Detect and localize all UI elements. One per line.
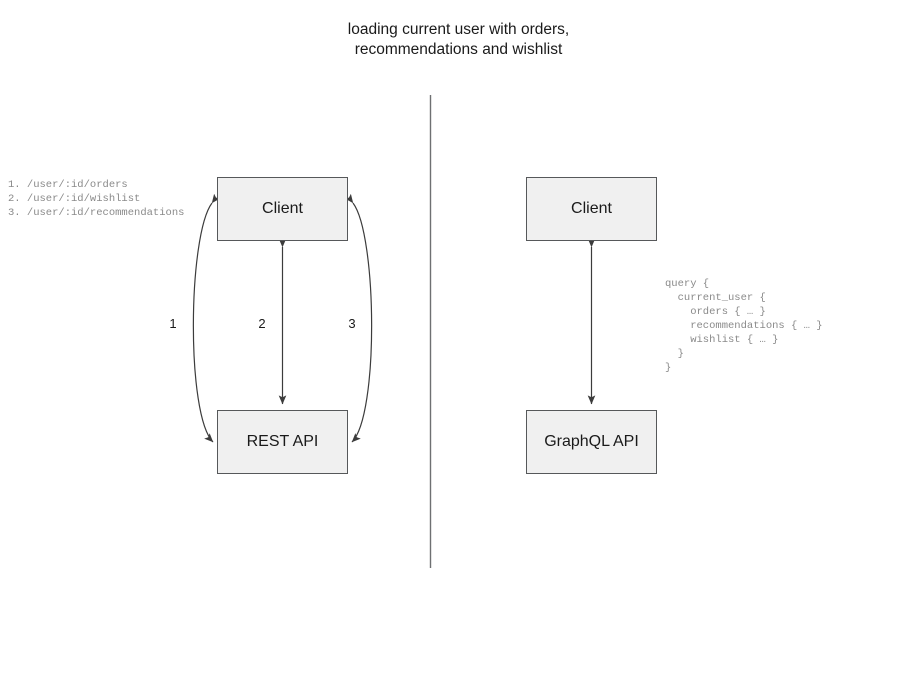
edge-1-curve [192, 193, 221, 443]
edge-label-1: 1 [169, 316, 177, 331]
node-graphql-api[interactable]: GraphQL API [526, 410, 657, 474]
diagram-title: loading current user with orders, recomm… [347, 21, 570, 58]
node-client-graphql[interactable]: Client [526, 177, 657, 241]
edge-label-3: 3 [348, 316, 356, 331]
node-rest-api[interactable]: REST API [217, 410, 348, 474]
graphql-query-snippet: query { current_user { orders { … } reco… [665, 278, 823, 374]
rest-endpoints-list: 1. /user/:id/orders 2. /user/:id/wishlis… [8, 179, 185, 219]
node-client-rest[interactable]: Client [217, 177, 348, 241]
edge-label-2: 2 [258, 316, 266, 331]
